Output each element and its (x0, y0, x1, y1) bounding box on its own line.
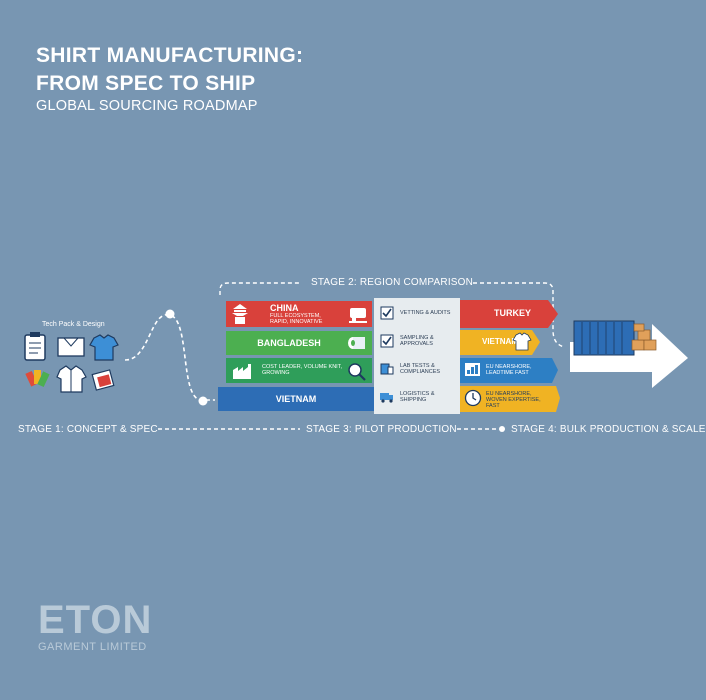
checklist-item-vetting: VETTING & AUDITS (380, 302, 458, 324)
title-line-1: SHIRT MANUFACTURING: (36, 44, 304, 67)
boxes-icon (631, 323, 657, 351)
region-china-name: CHINA (270, 303, 299, 313)
fabric-roll-icon (348, 337, 365, 349)
region-bangladesh-name: BANGLADESH (257, 338, 321, 348)
checklist-label: SAMPLING & APPROVALS (400, 334, 434, 348)
path-node (165, 309, 175, 319)
stage-2-label: STAGE 2: REGION COMPARISON (311, 277, 474, 288)
region-china-note: FULL ECOSYSTEM, RAPID, INNOVATIVE (270, 313, 323, 325)
region-cost-leader-note: COST LEADER, VOLUME KNIT, GROWING (262, 364, 342, 376)
checklist-label: LAB TESTS & COMPLIANCES (400, 362, 441, 376)
region-vietnam-left-name: VIETNAM (275, 394, 317, 404)
path-node (198, 396, 208, 406)
fabric-swatch-icon (91, 369, 115, 391)
region-vietnam-left[interactable]: VIETNAM (218, 387, 374, 411)
region-turkey-name[interactable]: TURKEY (494, 308, 532, 318)
region-eu-woven-note[interactable]: EU NEARSHORE, WOVEN EXPERTISE, FAST (486, 391, 541, 409)
checklist-item-sampling: SAMPLING & APPROVALS (380, 330, 458, 352)
shipping-arrow (570, 320, 688, 388)
stage-1-label: STAGE 1: CONCEPT & SPEC (18, 424, 158, 435)
checklist-item-lab-tests: LAB TESTS & COMPLIANCES (380, 358, 458, 380)
color-swatch-icon (25, 370, 50, 388)
checklist-item-logistics: LOGISTICS & SHIPPING (380, 386, 458, 408)
test-tube-icon (380, 363, 394, 375)
sewing-machine-icon (349, 308, 367, 323)
magnifier-icon (348, 363, 366, 381)
shirt-icon (89, 334, 119, 361)
page-subtitle: GLOBAL SOURCING ROADMAP (36, 98, 258, 114)
page-title: SHIRT MANUFACTURING: FROM SPEC TO SHIP (36, 42, 303, 98)
region-eu-leadtime-shape (460, 358, 558, 383)
tech-pack-icons (24, 332, 119, 393)
check-icon (380, 334, 394, 348)
checklist-label: LOGISTICS & SHIPPING (400, 390, 435, 404)
check-icon (380, 306, 394, 320)
shipping-container-icon (573, 320, 635, 356)
truck-icon (380, 393, 393, 403)
tech-pack-label: Tech Pack & Design (42, 321, 105, 328)
brand-logo-sub: GARMENT LIMITED (38, 641, 147, 653)
shirt-icon (512, 332, 532, 351)
brand-logo-name: ETON (38, 598, 153, 642)
jacket-icon (56, 365, 87, 393)
checklist-label: VETTING & AUDITS (400, 309, 451, 316)
chart-icon (465, 363, 480, 376)
region-eu-woven-shape (460, 386, 560, 412)
region-arrows-right (460, 300, 560, 412)
shirt-pattern-icon (57, 337, 85, 357)
region-vietnam-right-name[interactable]: VIETNAM (482, 337, 518, 346)
arrow-shape (570, 324, 688, 388)
region-china[interactable]: CHINA FULL ECOSYSTEM, RAPID, INNOVATIVE (226, 301, 372, 327)
stage-4-label: STAGE 4: BULK PRODUCTION & SCALE (511, 424, 706, 435)
region-turkey-shape (460, 300, 558, 328)
stage-3-label: STAGE 3: PILOT PRODUCTION (306, 424, 457, 435)
region-eu-leadtime-note[interactable]: EU NEARSHORE, LEADTIME FAST (486, 364, 532, 376)
clipboard-icon (24, 332, 46, 361)
clock-icon (464, 389, 482, 407)
title-line-2: FROM SPEC TO SHIP (36, 72, 256, 95)
factory-icon (233, 364, 251, 379)
region-bangladesh[interactable]: BANGLADESH (226, 331, 372, 355)
region-cost-leader[interactable]: COST LEADER, VOLUME KNIT, GROWING (226, 358, 372, 383)
pagoda-icon (232, 304, 248, 324)
